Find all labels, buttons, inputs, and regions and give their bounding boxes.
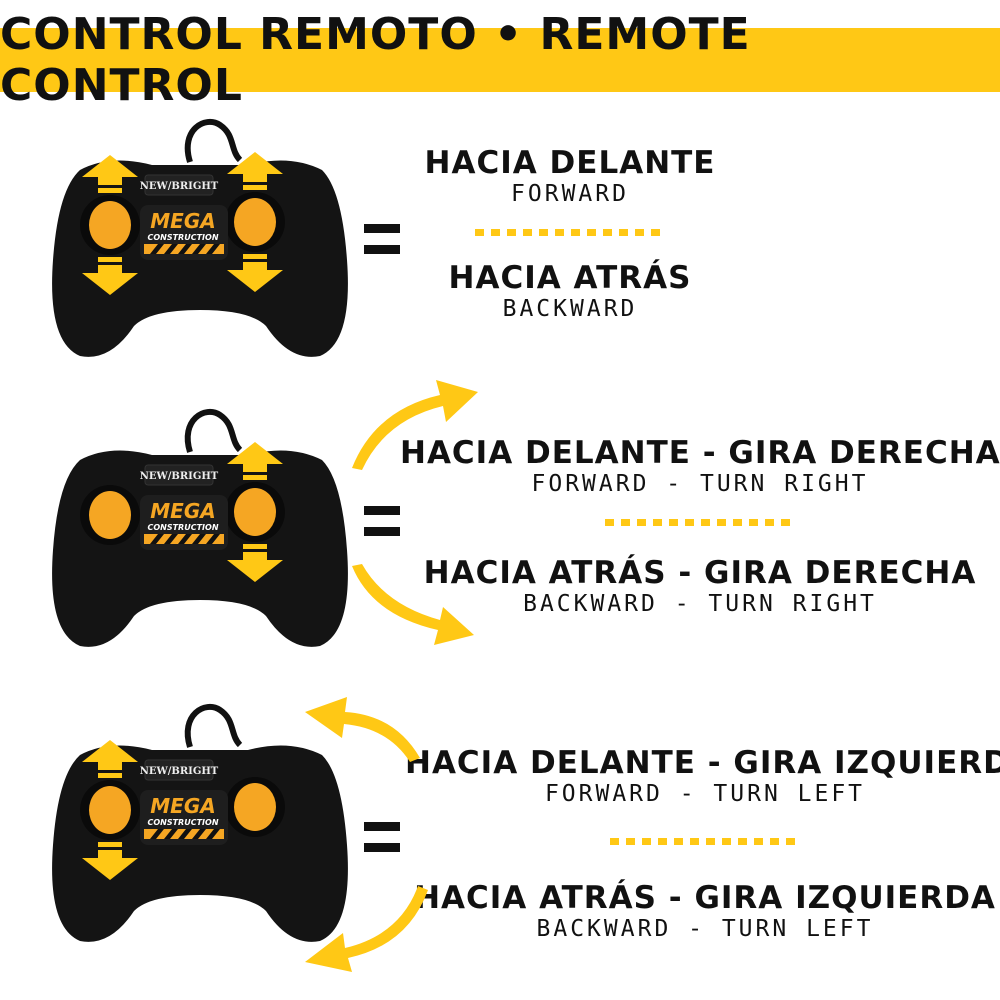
equals-icon: [364, 224, 400, 254]
controller-logo-bottom: CONSTRUCTION: [147, 818, 218, 827]
controller-right-stick: NEW/BRIGHT MEGA CONSTRUCTION: [40, 400, 360, 660]
forward-label: HACIA DELANTE FORWARD: [424, 145, 716, 207]
equals-icon: [364, 506, 400, 536]
controller-brand: NEW/BRIGHT: [140, 181, 219, 192]
controller-logo-bottom: CONSTRUCTION: [147, 523, 218, 532]
controller-left-stick: NEW/BRIGHT MEGA CONSTRUCTION: [40, 695, 360, 955]
forward-turn-right-label: HACIA DELANTE - GIRA DERECHA FORWARD - T…: [400, 435, 1000, 497]
controller-logo-bottom: CONSTRUCTION: [147, 233, 218, 242]
equals-icon: [364, 822, 400, 852]
curved-arrow-backward-right-icon: [352, 564, 474, 645]
curved-arrow-forward-left-icon: [305, 697, 420, 762]
controller-logo-top: MEGA: [150, 499, 215, 523]
controller-logo-top: MEGA: [150, 794, 215, 818]
backward-label: HACIA ATRÁS BACKWARD: [448, 260, 692, 322]
controller-both-sticks: NEW/BRIGHT MEGA CONSTRUCTION: [40, 110, 360, 370]
divider: [605, 519, 795, 526]
divider: [610, 838, 800, 845]
backward-turn-left-label: HACIA ATRÁS - GIRA IZQUIERDA BACKWARD - …: [414, 880, 996, 942]
controller-logo-top: MEGA: [150, 209, 215, 233]
controller-brand: NEW/BRIGHT: [140, 766, 219, 777]
backward-turn-right-label: HACIA ATRÁS - GIRA DERECHA BACKWARD - TU…: [423, 555, 977, 617]
page-title: CONTROL REMOTO • REMOTE CONTROL: [0, 9, 751, 111]
curved-arrow-forward-right-icon: [352, 380, 478, 470]
divider: [475, 229, 665, 236]
curved-arrow-backward-left-icon: [305, 886, 428, 972]
title-banner: CONTROL REMOTO • REMOTE CONTROL: [0, 9, 1000, 111]
controller-brand: NEW/BRIGHT: [140, 471, 219, 482]
forward-turn-left-label: HACIA DELANTE - GIRA IZQUIERDA FORWARD -…: [405, 745, 1000, 807]
